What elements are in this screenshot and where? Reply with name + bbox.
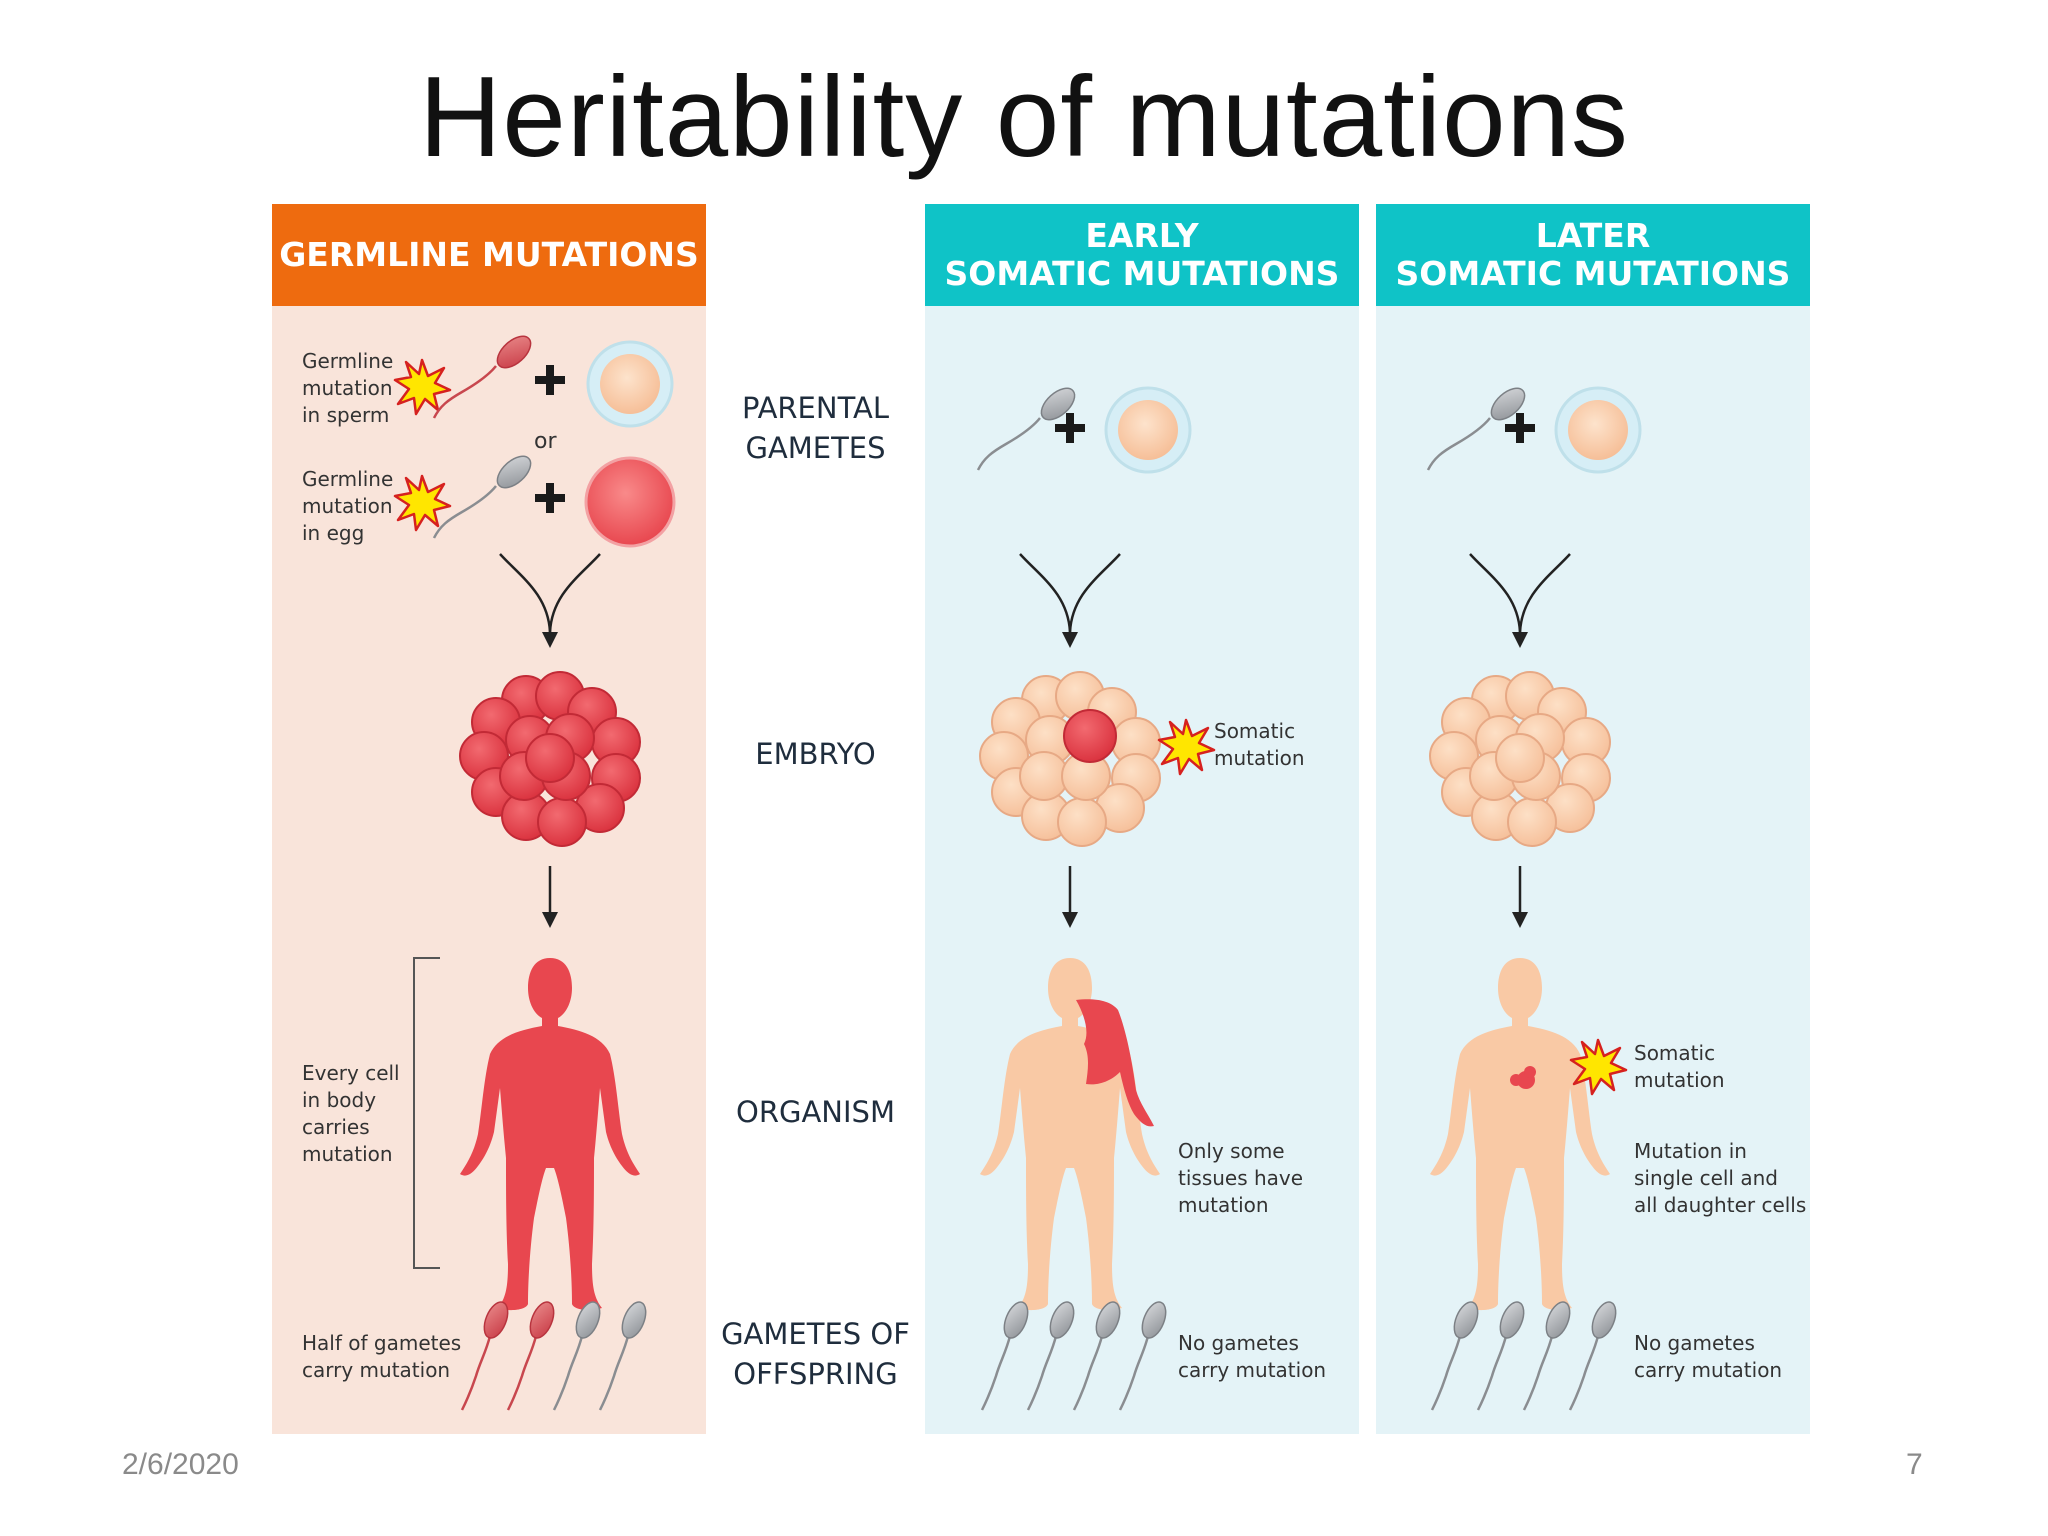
note-later-somatic: Somatic mutation	[1634, 1041, 1725, 1092]
mutation-burst-icon	[393, 474, 452, 532]
note-or: or	[534, 429, 557, 454]
early-somatic-header: EARLY SOMATIC MUTATIONS	[925, 204, 1359, 306]
plus-icon	[535, 483, 565, 513]
stage-embryo: EMBRYO	[755, 737, 876, 771]
red-sperm-icon	[432, 329, 538, 420]
stage-organism: ORGANISM	[736, 1095, 895, 1129]
stage-parental-gametes: PARENTAL GAMETES	[741, 391, 890, 465]
slide-title: Heritability of mutations	[419, 54, 1629, 181]
down-arrow-icon	[1510, 864, 1530, 930]
note-later-single-cell: Mutation in single cell and all daughter…	[1634, 1139, 1807, 1217]
down-arrow-icon	[540, 864, 560, 930]
stage-gametes-offspring: GAMETES OF OFFSPRING	[721, 1317, 910, 1391]
later-header-line-1: LATER	[1535, 216, 1651, 255]
egg-icon	[1118, 400, 1178, 460]
embryo-early-mutation-icon	[979, 671, 1161, 847]
egg-icon	[1568, 400, 1628, 460]
plus-icon	[1505, 413, 1535, 443]
grey-sperm-icon	[432, 449, 538, 540]
offspring-sperm-group	[1430, 1297, 1622, 1412]
mutation-burst-icon	[1157, 718, 1216, 776]
note-early-somatic: Somatic mutation	[1214, 719, 1305, 770]
merge-arrow-icon	[498, 552, 602, 650]
plus-icon	[1055, 413, 1085, 443]
early-header-line-1: EARLY	[1085, 216, 1199, 255]
plus-icon	[535, 365, 565, 395]
bracket	[413, 957, 440, 1269]
note-early-no-gametes: No gametes carry mutation	[1178, 1331, 1327, 1382]
note-half-gametes: Half of gametes carry mutation	[302, 1331, 462, 1382]
partially-mutated-body-icon	[980, 958, 1160, 1311]
early-header-line-2: SOMATIC MUTATIONS	[944, 254, 1340, 293]
egg-icon	[600, 354, 660, 414]
mutated-body-icon	[460, 958, 640, 1311]
down-arrow-icon	[1060, 864, 1080, 930]
offspring-sperm-group	[980, 1297, 1172, 1412]
footer-page-number: 7	[1906, 1448, 1923, 1481]
germline-header: GERMLINE MUTATIONS	[272, 204, 706, 306]
footer-date: 2/6/2020	[122, 1448, 239, 1481]
normal-embryo-icon	[1429, 671, 1611, 847]
later-header-line-2: SOMATIC MUTATIONS	[1395, 254, 1791, 293]
merge-arrow-icon	[1018, 552, 1122, 650]
mutated-egg-icon	[584, 456, 676, 548]
germline-header-line-1: GERMLINE MUTATIONS	[279, 235, 699, 274]
note-germline-sperm: Germline mutation in sperm	[302, 349, 394, 427]
note-every-cell: Every cell in body carries mutation	[302, 1061, 400, 1166]
note-later-no-gametes: No gametes carry mutation	[1634, 1331, 1783, 1382]
mutated-embryo-icon	[459, 671, 641, 847]
body-single-cell-mutation-icon	[1430, 958, 1610, 1311]
offspring-sperm-group	[460, 1297, 652, 1412]
note-germline-egg: Germline mutation in egg	[302, 467, 394, 545]
merge-arrow-icon	[1468, 552, 1572, 650]
note-early-some-tissues: Only some tissues have mutation	[1178, 1139, 1304, 1217]
later-somatic-header: LATER SOMATIC MUTATIONS	[1376, 204, 1810, 306]
